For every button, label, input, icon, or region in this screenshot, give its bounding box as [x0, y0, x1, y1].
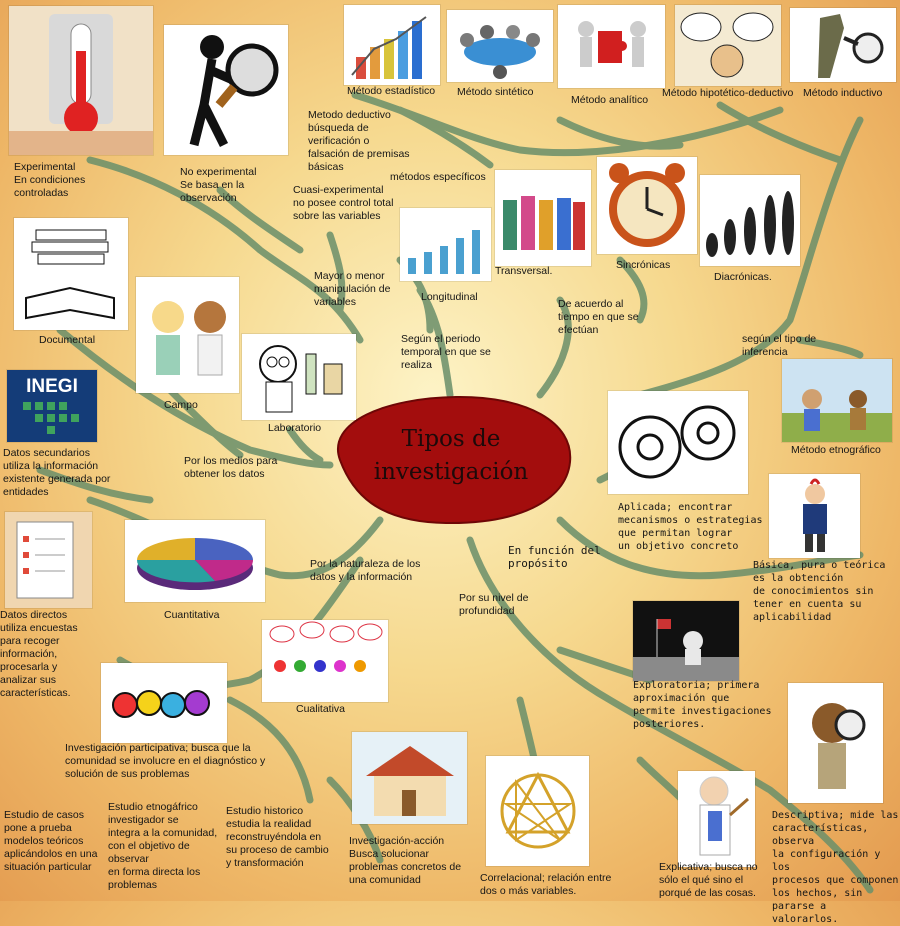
label-segun-periodo: Según el periodo temporal en que se real… [401, 333, 491, 371]
label-cuantitativa: Cuantitativa [164, 609, 220, 621]
branch-inferencia [616, 116, 864, 404]
branch-methods-3 [556, 116, 684, 150]
label-metodo-sintetico: Método sintético [457, 86, 534, 98]
label-diacronicas: Diacrónicas. [714, 271, 772, 283]
branch-mayor [326, 231, 346, 314]
growth-children-image [400, 208, 491, 281]
label-cuasi-experimental: Cuasi-experimental no posee control tota… [293, 184, 394, 222]
label-cualitativa: Cualitativa [296, 703, 346, 715]
enneagram-image [486, 756, 589, 866]
alarm-clock-image [597, 157, 697, 254]
inegi-logo: INEGI [7, 370, 97, 442]
label-datos-secundarios: Datos secundarios utiliza la información… [3, 447, 111, 498]
branch-campo [166, 386, 244, 459]
label-datos-directos: Datos directos utiliza encuestas para re… [0, 609, 78, 699]
label-transversal: Transversal. [495, 265, 553, 277]
label-investigacion-participativa: Investigación participativa; busca que l… [65, 742, 266, 780]
branch-datos-sec [36, 466, 154, 504]
label-estudio-etnografico: Estudio etnogáfrico investigador se inte… [108, 801, 218, 891]
label-correlacional: Correlacional; relación entre dos o más … [480, 872, 612, 897]
label-sincronicas: Sincrónicas [616, 259, 671, 271]
branch-methods-4 [716, 101, 844, 164]
gears-image [608, 391, 748, 494]
label-estudio-historico: Estudio historico estudia la realidad re… [226, 805, 329, 869]
statistic-bars-image [344, 5, 440, 85]
group-people-image [495, 170, 591, 266]
label-no-experimental: No experimental Se basa en la observació… [180, 166, 257, 204]
magnifier-girl-image [788, 683, 883, 803]
label-documental: Documental [39, 334, 96, 346]
meeting-table-image [447, 10, 553, 82]
ethnographic-image [782, 359, 892, 442]
pie-chart-3d-image [125, 520, 265, 602]
branch-experimental [86, 156, 364, 344]
books-image [14, 218, 128, 330]
label-por-nivel: Por su nivel de profundidad [459, 592, 529, 617]
label-exploratoria: Exploratoria; primera aproximación que p… [633, 680, 772, 730]
professor-image [678, 771, 755, 867]
thinking-cartoon-image [675, 5, 781, 86]
colorful-hands-image [101, 663, 227, 743]
label-de-acuerdo-tiempo: De acuerdo al tiempo en que se efectúan [558, 298, 639, 336]
branch-lab [286, 426, 324, 464]
puzzle-people-image [558, 5, 665, 88]
label-metodo-analitico: Método analítico [571, 94, 649, 106]
label-segun-tipo-inferencia: según el tipo de inferencia [742, 333, 817, 358]
detective-image [790, 8, 896, 82]
branch-sincronicas [616, 256, 648, 324]
label-estudio-casos: Estudio de casos pone a prueba modelos t… [4, 809, 98, 873]
children-image [136, 277, 239, 393]
branch-part [226, 696, 314, 804]
branch-proposito [556, 516, 864, 580]
label-aplicada: Aplicada; encontrar mecanismos o estrate… [618, 502, 763, 552]
inegi-logo-text: INEGI [26, 376, 78, 397]
label-metodo-inductivo: Método inductivo [803, 87, 883, 99]
label-descriptiva: Descriptiva; mide las características, o… [772, 810, 899, 925]
label-campo: Campo [164, 399, 198, 411]
label-laboratorio: Laboratorio [268, 422, 322, 434]
label-metodos-especificos: métodos específicos [390, 171, 486, 183]
magnifier-person-image [164, 25, 288, 155]
label-metodo-deductivo: Metodo deductivo búsqueda de verificació… [308, 109, 410, 173]
scientist-lab-image [242, 334, 356, 420]
house-community-image [352, 732, 467, 824]
speech-people-image [262, 620, 388, 702]
branch-profundidad [466, 536, 874, 894]
question-person-image [769, 474, 860, 558]
label-metodo-estadistico: Método estadístico [347, 85, 436, 97]
moon-astronaut-image [633, 601, 739, 681]
branch-tiempo [536, 296, 572, 399]
branch-no-exp [216, 186, 304, 254]
label-explicativa: Explicativa; busca no sólo el qué sino e… [659, 861, 758, 899]
thermometer-image [9, 6, 153, 155]
label-metodo-hipotetico: Método hipotético-deductivo [662, 87, 794, 99]
label-basica: Básica, pura o teórica es la obtención d… [753, 560, 886, 623]
label-mayor-menor: Mayor o menor manipulación de variables [314, 270, 391, 308]
survey-clipboard-image [5, 512, 92, 608]
label-experimental: Experimental En condiciones controladas [14, 161, 86, 199]
label-por-naturaleza: Por la naturaleza de los datos y la info… [310, 558, 421, 583]
label-longitudinal: Longitudinal [421, 291, 478, 303]
label-investigacion-accion: Investigación-acción Busca solucionar pr… [349, 835, 462, 886]
center-title: Tipos de investigación [373, 426, 529, 485]
branch-methods-2 [396, 106, 494, 169]
branch-etnografico [796, 336, 864, 359]
label-por-medios: Por los medios para obtener los datos [184, 455, 278, 480]
center-hub [337, 395, 572, 525]
label-metodo-etnografico: Método etnográfico [791, 444, 881, 456]
evolution-image [700, 175, 800, 266]
label-en-funcion-proposito: En función del propósito [508, 544, 601, 570]
